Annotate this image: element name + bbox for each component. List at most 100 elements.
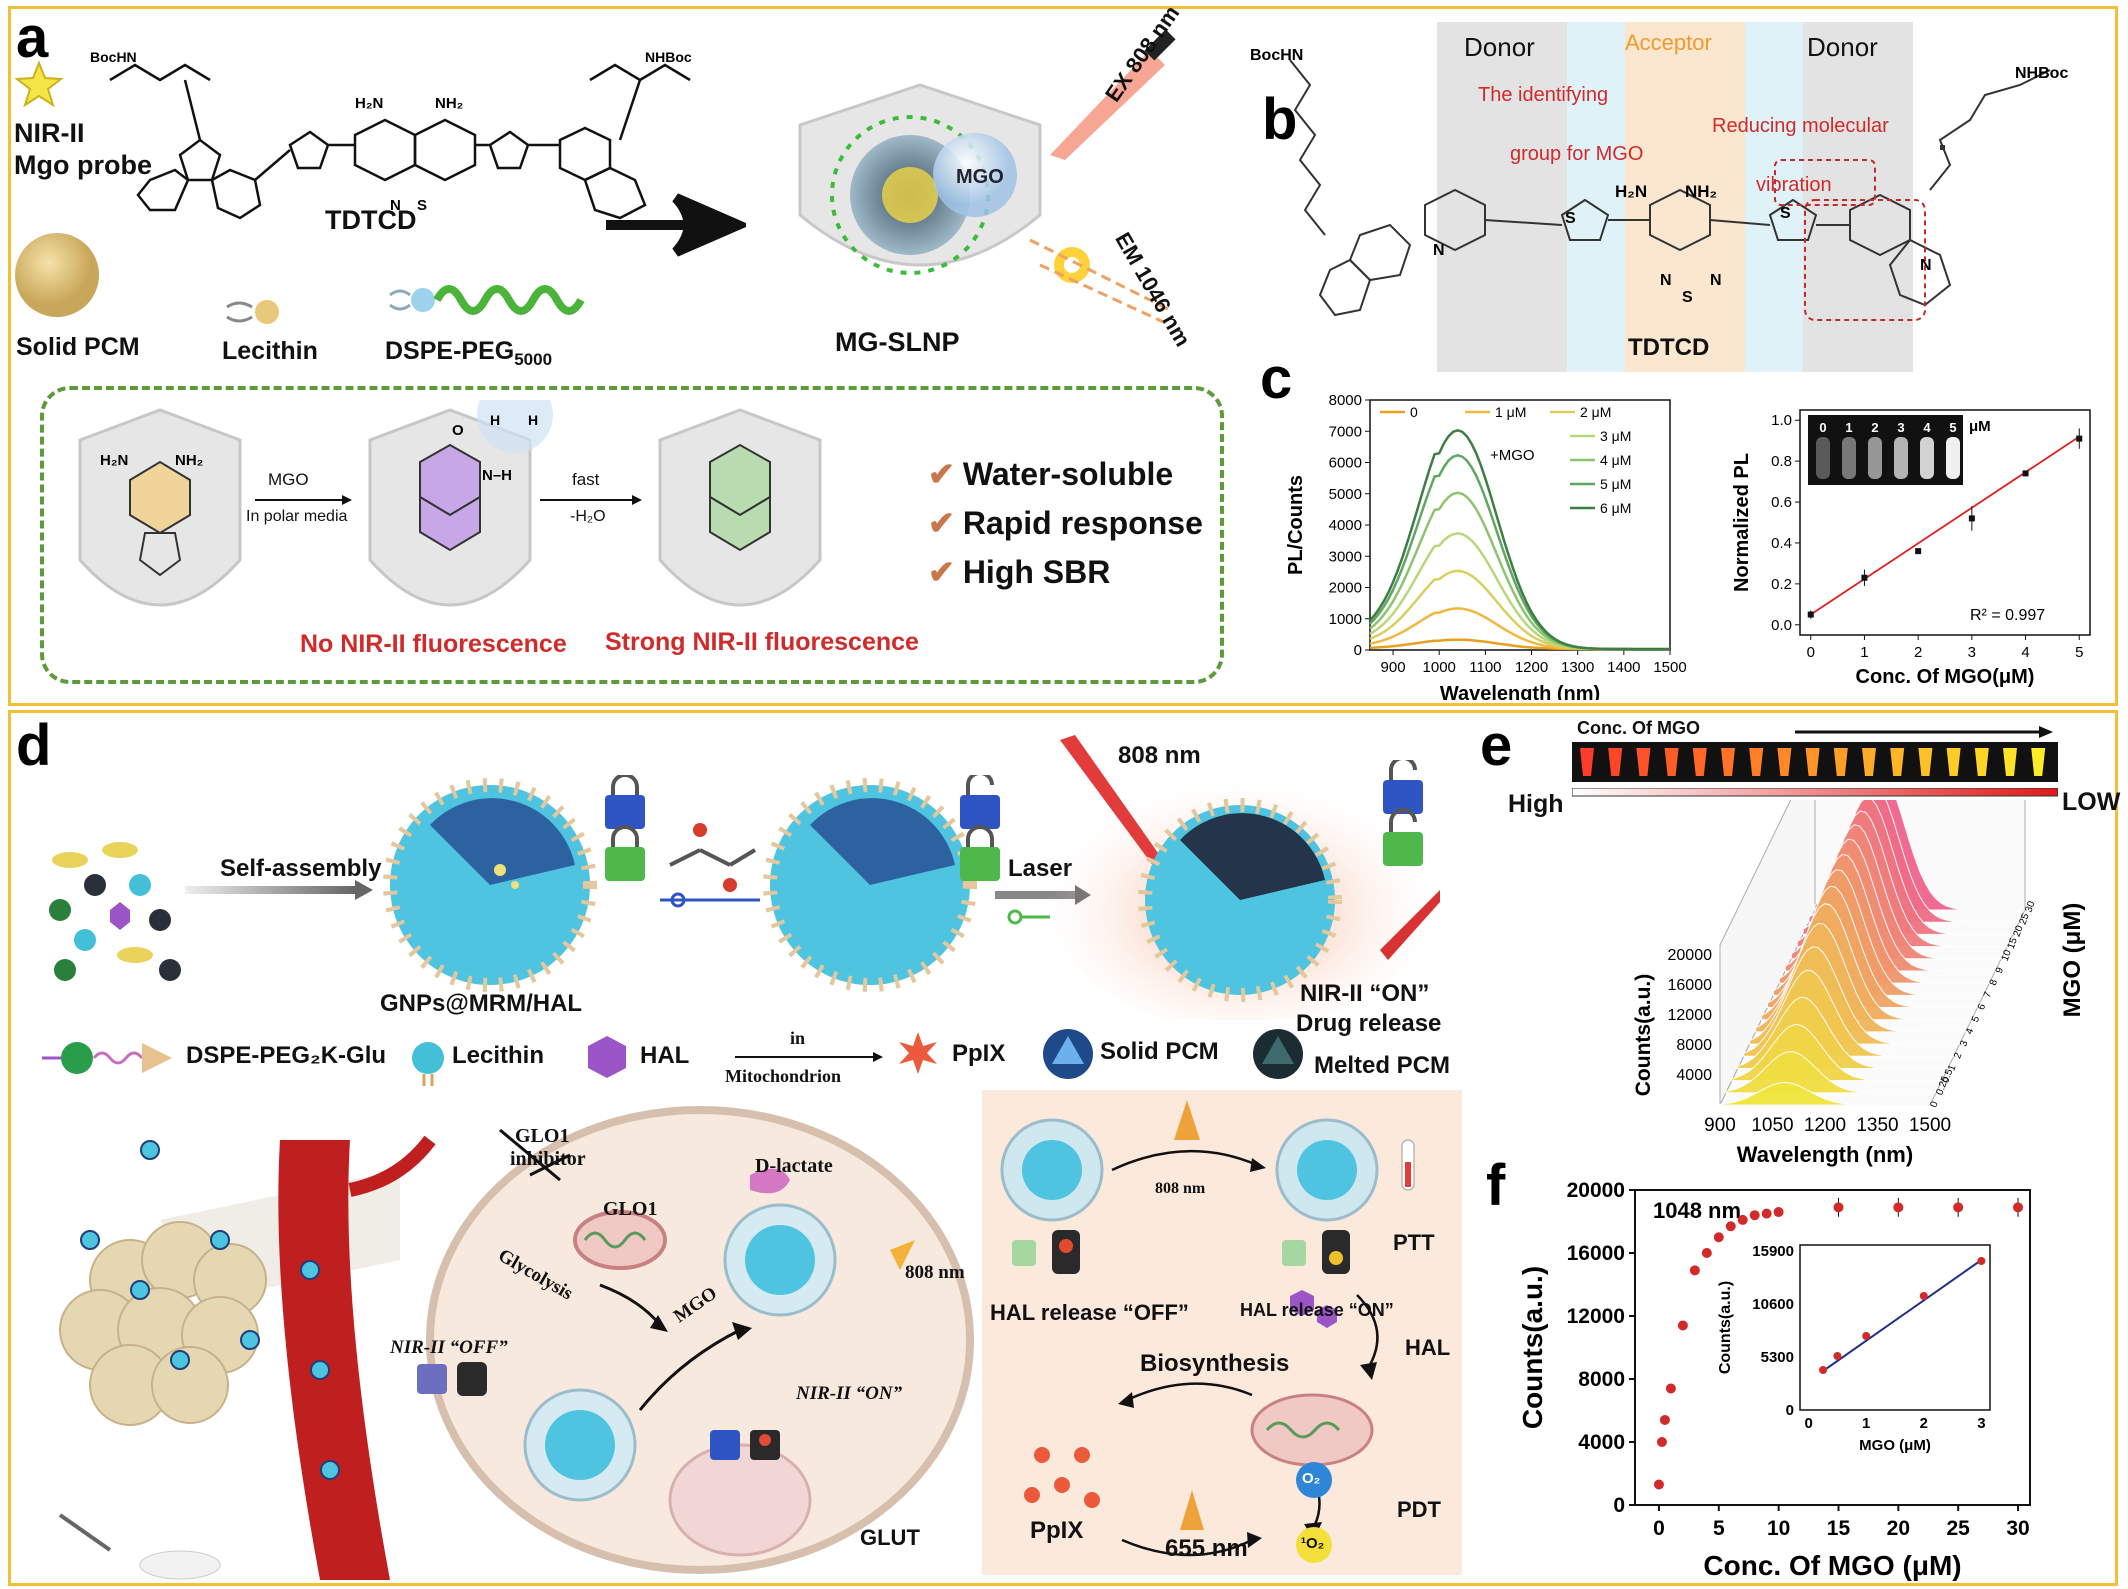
inset-fit-line [1822,1259,1982,1372]
annotation-label: +MGO [1490,447,1535,464]
probe-label-2: Mgo probe [14,150,152,180]
y-tick-label: 8000 [1578,1368,1625,1391]
panel-letter-f: f [1486,1153,1506,1218]
inset-data-point [1919,1292,1928,1300]
inset-tube-label: 0 [1819,420,1826,435]
x-axis-label: Conc. Of MGO (μM) [1703,1550,1961,1581]
sample-tube [1749,748,1764,776]
data-point [1701,1248,1712,1258]
y-tick-label: 4000 [1676,1067,1712,1084]
nir-on-label: NIR-II “ON” [1300,980,1430,1007]
legend-hal-label: HAL [640,1042,690,1069]
y-tick-label: 8000 [1329,392,1362,409]
y-tick-label: 16000 [1567,1242,1625,1265]
y-tick-label: 1000 [1329,611,1362,628]
hal-arrow-label: HAL [1405,1335,1451,1360]
right-808-label: 808 nm [1155,1180,1206,1197]
inset-y-tick-label: 10600 [1752,1296,1794,1313]
data-point [2013,1202,2024,1213]
legend-label: 4 μM [1600,452,1631,468]
data-point [1656,1437,1667,1447]
sample-tube [1664,748,1679,776]
svg-text:NH₂: NH₂ [1685,182,1717,201]
ppix-label: PpIX [1030,1517,1084,1544]
inset-tube-label: 3 [1897,420,1904,435]
inset-unit: μM [1969,418,1991,435]
donor-left-label: Donor [1464,32,1535,62]
panel-letter-e: e [1480,713,1513,778]
inset-data-point [1833,1352,1842,1360]
data-point [1713,1232,1724,1243]
donor-right-label: Donor [1807,32,1878,62]
solid-pcm-label: Solid PCM [16,333,140,361]
sample-tube [1608,748,1623,776]
data-point [1659,1414,1670,1425]
plot-frame [1634,1189,2031,1506]
tumor-vessel-illustration [58,1135,436,1580]
legend-label: 0 [1410,404,1418,420]
fit-line [1810,435,2080,616]
data-point [1761,1208,1772,1219]
y-tick-label: 3000 [1329,548,1362,565]
nm655-label: 655 nm [1165,1535,1248,1562]
z-tick-label: 8 [1988,978,2000,987]
glo1-inhibitor-label-1: GLO1 [515,1125,570,1147]
laser-808-label: 808 nm [1118,742,1201,769]
data-point [1915,548,1922,555]
sample-tube [1890,748,1905,776]
reaction-box [40,386,1224,684]
check-icon: ✔ [928,554,955,590]
sample-tube [2003,748,2017,776]
y-tick-label: 8000 [1676,1037,1712,1054]
z-tick-label: 4 [1964,1027,1976,1036]
tube-strip [1572,742,2058,782]
sample-tube [1974,748,1989,776]
z-tick-label: 25 [2018,912,2032,927]
feature-item-2: ✔Rapid response [928,505,1203,541]
reaction-minus-water: -H₂O [570,508,606,525]
svg-text:N: N [1920,257,1932,274]
self-assembly-label: Self-assembly [220,855,382,882]
panel-letter-a: a [16,5,49,70]
data-point [1725,1221,1736,1232]
series-line [1369,428,1670,651]
legend-solid-pcm-label: Solid PCM [1100,1038,1219,1065]
inset-x-tick-label: 2 [1920,1415,1928,1432]
panel-letter-b: b [1262,87,1298,152]
data-point [1689,1265,1700,1276]
z-tick-label: 20 [2012,924,2026,939]
x-tick-label: 5 [1713,1517,1725,1540]
legend-melted-pcm-icon [1253,1029,1303,1079]
z-tick-label: 0.5 [1940,1067,1955,1084]
data-point [1653,1479,1664,1490]
reaction-condition: In polar media [246,508,348,525]
feature-item-3: ✔High SBR [928,554,1111,590]
x-tick-label: 1100 [1469,659,1501,676]
tdtcd-structure-a: BocHN NHBoc H₂N NH₂ N S [90,49,692,220]
legend-dspe-label: DSPE-PEG₂K-Glu [186,1042,387,1069]
x-tick-label: 900 [1704,1115,1736,1136]
x-tick-label: 3 [1968,644,1976,661]
bochn-label-b: BocHN [1250,47,1303,64]
spacer-left-band [1567,22,1625,372]
svg-text:S: S [1780,205,1791,222]
x-axis-label: Wavelength (nm) [1737,1142,1913,1167]
panel-letter-c: c [1260,346,1293,411]
tdtcd-label-b: TDTCD [1628,334,1710,361]
excitation-torch-icon [1050,30,1176,160]
z-axis-label: MGO (μM) [2059,903,2086,1018]
data-point [1893,1202,1904,1213]
y-tick-label: 20000 [1668,947,1713,964]
y-tick-label: 5000 [1329,486,1362,503]
drug-release-label: Drug release [1296,1010,1442,1037]
nhboc-label-b: NHBoc [2015,65,2068,82]
cell-lock-off-icons [417,1362,487,1396]
inset-x-tick-label: 3 [1977,1415,1985,1432]
conc-arrow-e [1795,726,2053,738]
y-tick-label: 16000 [1668,977,1713,994]
glut-label: GLUT [860,1525,920,1550]
inset-x-axis-label: MGO (μM) [1859,1437,1931,1454]
mechanism-scheme [1000,1100,1415,1563]
inset-image [1808,415,1963,485]
